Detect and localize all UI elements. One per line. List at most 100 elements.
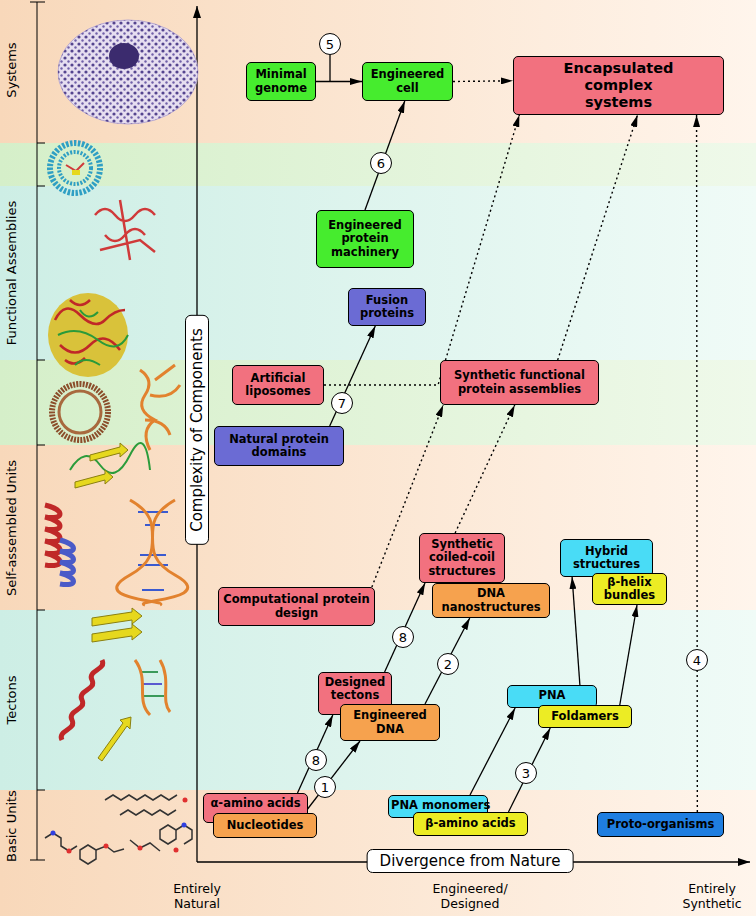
band-label: Self-assembled Units [4,460,20,596]
callout-circle: 7 [331,392,353,414]
band-background [0,143,756,186]
protein-illustration [95,200,155,260]
arrow-connector [425,618,470,704]
box-text: Fusion proteins [351,294,423,320]
callout-number: 5 [326,37,334,52]
callout-number: 8 [312,753,320,768]
box-text: Foldamers [551,710,619,723]
callout-number: 1 [321,780,329,795]
box-text: Synthetic functional protein assemblies [443,369,596,395]
box-text: Hybrid structures [563,545,650,571]
cell-body [58,20,198,124]
liposome-illustration [50,143,100,193]
box-text: Natural protein domains [217,433,341,459]
box-text: PNA [539,689,566,702]
callout-number: 8 [399,630,407,645]
callout-circle: 5 [319,33,341,55]
callout-circle: 1 [314,776,336,798]
scale-label: Engineered/ Designed [424,881,516,911]
band-label: Functional Assemblies [4,201,20,345]
band-background [0,790,756,916]
box-text: Proto-organisms [607,818,715,831]
arrow-connector [558,115,638,360]
complex-strand [58,310,128,365]
process-box: β-helix bundles [592,573,667,605]
rna-illustration [140,365,180,450]
alpha-helix [61,660,103,740]
atom [182,823,187,828]
ring-inner [59,391,101,433]
callout-stem [329,55,330,81]
beta-strand [75,470,113,488]
callout-number: 2 [444,657,452,672]
dna-strand [130,500,188,605]
base-pair [140,671,158,673]
process-box: Synthetic functional protein assemblies [440,360,599,405]
process-box: Engineered cell [362,62,453,101]
box-text: DNA nanostructures [435,587,547,613]
base-pair [142,589,164,591]
fatty-chain [105,795,177,800]
process-box: Fusion proteins [348,288,426,326]
arrow-connector [330,326,376,426]
process-box: Computational protein design [218,587,375,626]
callout-number: 3 [522,766,530,781]
scale-label: Entirely Natural [160,881,235,911]
box-text: Computational protein design [221,593,372,619]
process-box: β-amino acids [413,812,528,836]
process-box: Proto-organisms [597,812,724,837]
band-background [0,360,756,445]
ring-molecule [80,845,96,864]
ring-molecule [176,825,192,844]
box-text: β-helix bundles [595,576,664,602]
liposome-outer [50,143,100,193]
base-pair [142,683,162,685]
domain-illustration [70,443,150,488]
complex-illustration [48,293,128,377]
atom [104,844,109,849]
ring-outer [52,384,108,440]
process-box: Encapsulated complex systems [513,56,724,115]
box-text: Engineered DNA [343,709,437,735]
ring-illustration [52,384,108,440]
dna-strand [117,500,175,605]
band-background [0,610,756,790]
arrow-connector [455,405,515,533]
dna-strand [135,660,150,715]
band-background [0,0,756,143]
alpha-helix [45,505,60,566]
band-background [0,445,756,610]
axis-label: Complexity of Components [185,315,209,545]
process-box: Nucleotides [213,813,317,838]
bracket-line [37,2,38,860]
box-text: β-amino acids [425,817,515,830]
box-text: Synthetic coiled-coil structures [422,538,502,578]
arrow-connector [572,577,580,685]
alpha-helix [60,540,74,585]
arrow-connector [365,101,405,210]
box-text: Minimal genome [249,68,313,94]
callout-number: 7 [338,396,346,411]
bracket-tick [37,360,45,361]
molecule-illustration [45,795,192,864]
box-text: PNA monomers [391,799,485,812]
arrow-connector [620,605,637,705]
process-box: Hybrid structures [560,539,653,577]
arrow-connector [305,741,360,813]
beta-strand [90,443,128,461]
axis-label: Divergence from Nature [367,849,574,873]
process-box: DNA nanostructures [432,583,550,618]
cell-illustration [58,20,198,124]
callout-circle: 8 [392,626,414,648]
scale-label: Entirely Synthetic [672,881,752,911]
complex-body [48,293,128,377]
process-box: Engineered protein machinery [316,210,414,268]
protein-fragment [66,163,84,171]
atom [174,848,179,853]
callout-circle: 6 [370,152,392,174]
base-pair [138,511,168,513]
box-text: α-amino acids [210,797,300,810]
callout-circle: 3 [515,762,537,784]
